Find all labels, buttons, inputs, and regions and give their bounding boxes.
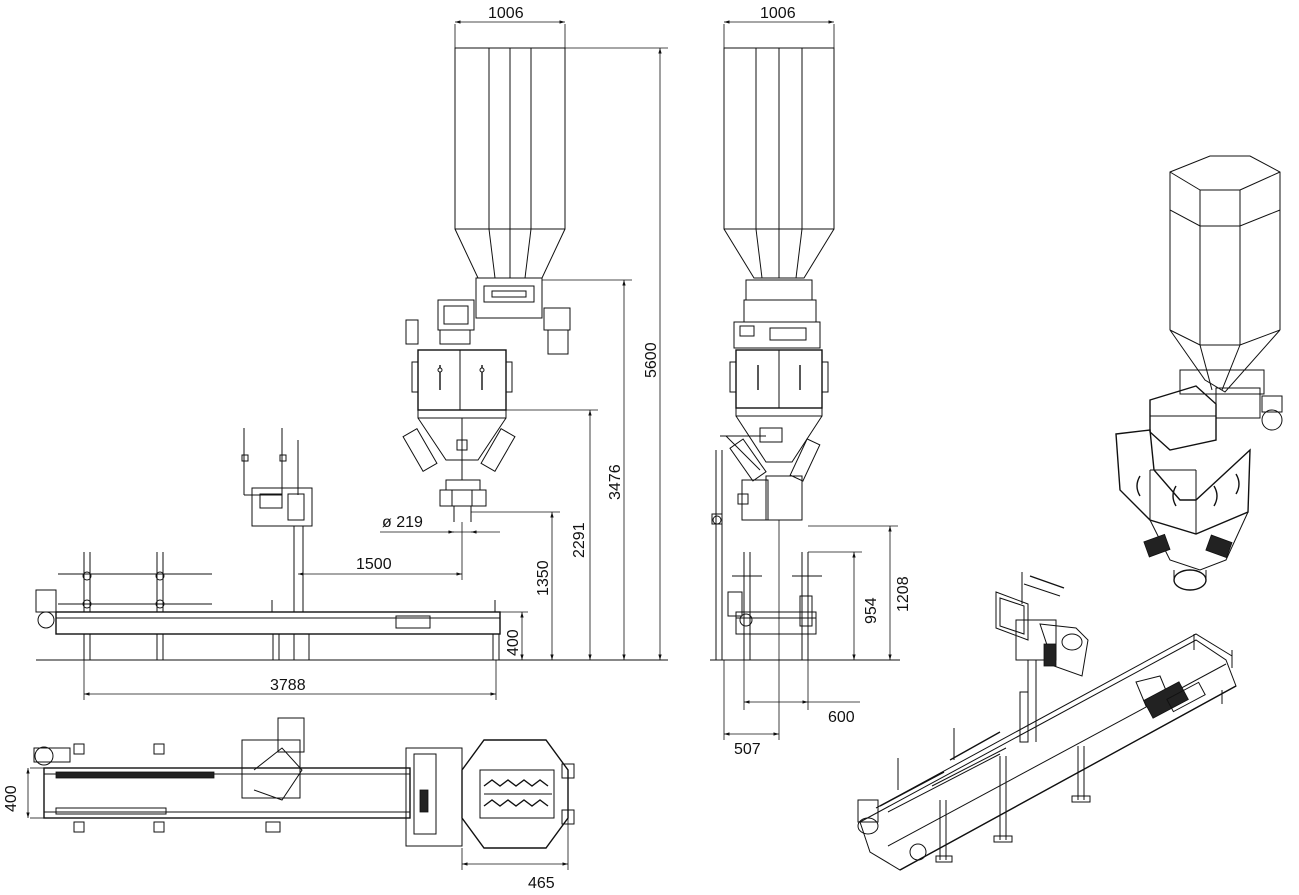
iso-sewing-stand xyxy=(995,572,1089,743)
top-conveyor xyxy=(33,717,411,833)
side-frame xyxy=(715,450,822,660)
front-dimensions: 1006 5600 3476 2291 1350 400 ø 219 1500 xyxy=(83,5,668,700)
front-sewing-unit xyxy=(241,428,313,612)
side-dimensions: 1006 1208 954 600 507 xyxy=(723,5,912,758)
front-dim-conveyor-length: 3788 xyxy=(270,677,306,694)
top-dim-offset: 465 xyxy=(528,875,555,892)
top-scale xyxy=(405,739,575,849)
top-dimensions: 400 465 xyxy=(3,767,569,892)
side-view: 1006 1208 954 600 507 xyxy=(710,5,912,758)
iso-conveyor xyxy=(857,572,1237,871)
front-weigh-box xyxy=(411,349,513,419)
top-dim-conveyor-width: 400 xyxy=(3,785,20,812)
front-dim-height-conveyor: 400 xyxy=(505,629,522,656)
side-feeder xyxy=(733,279,821,349)
front-dim-height-total: 5600 xyxy=(643,342,660,378)
side-dim-height-conveyor: 954 xyxy=(863,597,880,624)
iso-weigher xyxy=(1115,155,1283,591)
top-scale-pattern xyxy=(483,779,552,807)
front-dim-height-scale: 2291 xyxy=(571,522,588,558)
side-dim-width-top: 1006 xyxy=(760,5,796,22)
front-cone xyxy=(402,417,516,507)
side-hopper xyxy=(723,47,835,279)
front-feeder xyxy=(405,277,571,355)
front-dim-sewing-offset: 1500 xyxy=(356,556,392,573)
top-view: 400 465 xyxy=(3,717,575,892)
front-dim-spout-diameter: ø 219 xyxy=(382,514,423,531)
side-weigh-box xyxy=(729,349,829,417)
front-view: 1006 5600 3476 2291 1350 400 ø 219 1500 xyxy=(35,5,668,700)
side-cone xyxy=(711,415,823,525)
front-hopper xyxy=(454,47,566,279)
front-dim-width-top: 1006 xyxy=(488,5,524,22)
front-dim-height-hopper: 3476 xyxy=(607,464,624,500)
front-conveyor xyxy=(35,552,501,660)
side-dim-base-width: 507 xyxy=(734,741,761,758)
side-dim-conveyor-width: 600 xyxy=(828,709,855,726)
front-dim-height-spout: 1350 xyxy=(535,560,552,596)
side-dim-height-spout: 1208 xyxy=(895,576,912,612)
